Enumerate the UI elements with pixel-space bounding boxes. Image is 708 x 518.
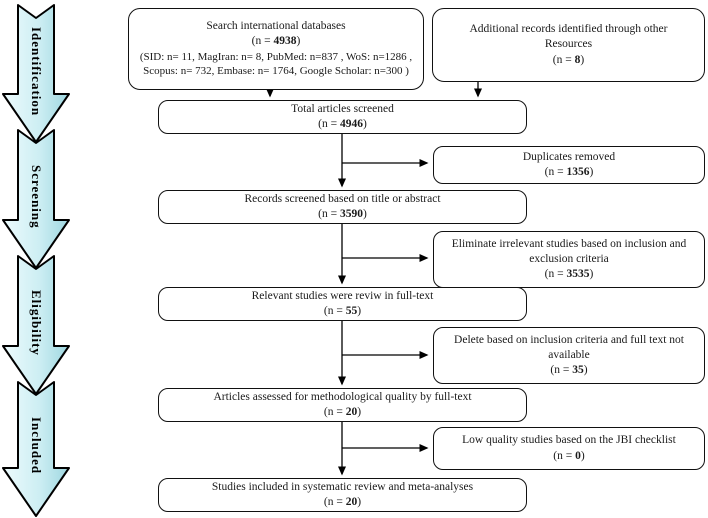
box-low-quality-jbi: Low quality studies based on the JBI che… — [433, 427, 705, 470]
box-search-detail-1: (SID: n= 11, MagIran: n= 8, PubMed: n=83… — [139, 50, 413, 63]
n-close: ) — [583, 364, 588, 377]
n-value: 20 — [345, 496, 358, 508]
box-records-title: Records screened based on title or abstr… — [244, 192, 441, 205]
n-open: (n = — [553, 449, 576, 462]
n-value: 4946 — [339, 118, 363, 130]
box-included-count: (n = 20) — [167, 495, 518, 510]
box-delete-title: Delete based on inclusion criteria and f… — [454, 333, 684, 361]
n-open: (n = — [318, 118, 340, 130]
box-additional-title: Additional records identified through ot… — [469, 23, 668, 51]
box-delete-count: (n = 35) — [442, 363, 696, 378]
n-value: 55 — [345, 305, 358, 317]
n-close: ) — [362, 118, 367, 130]
box-assessed-title: Articles assessed for methodological qua… — [213, 390, 472, 403]
n-open: (n = — [544, 268, 567, 281]
n-close: ) — [580, 53, 585, 66]
stage-arrow-eligibility-shape — [2, 255, 70, 395]
box-total-screened: Total articles screened (n = 4946) — [158, 100, 527, 134]
n-open: (n = — [323, 406, 346, 418]
stage-arrow-included-shape — [2, 381, 70, 517]
box-lowquality-title: Low quality studies based on the JBI che… — [462, 434, 676, 447]
n-value: 35 — [572, 364, 584, 377]
n-close: ) — [589, 166, 594, 178]
n-open: (n = — [552, 53, 575, 66]
box-lowquality-count: (n = 0) — [442, 449, 696, 464]
n-value: 0 — [575, 449, 581, 462]
box-eliminate-irrelevant: Eliminate irrelevant studies based on in… — [433, 231, 705, 288]
n-close: ) — [357, 305, 362, 317]
n-open: (n = — [323, 496, 346, 508]
box-search-title: Search international databases — [206, 20, 346, 33]
box-relevant-count: (n = 55) — [167, 304, 518, 319]
n-open: (n = — [251, 35, 274, 48]
box-records-count: (n = 3590) — [167, 207, 518, 222]
stage-label-screening: Screening — [29, 165, 44, 229]
n-close: ) — [580, 449, 585, 462]
n-value: 3590 — [339, 208, 363, 220]
stage-arrow-identification-shape — [2, 4, 70, 143]
box-relevant-fulltext: Relevant studies were reviw in full-text… — [158, 287, 527, 321]
box-search-databases: Search international databases (n = 4938… — [128, 8, 424, 90]
box-total-title: Total articles screened — [291, 102, 394, 115]
n-value: 4938 — [273, 35, 297, 48]
box-duplicates-removed: Duplicates removed (n = 1356) — [433, 146, 705, 184]
n-open: (n = — [323, 305, 346, 317]
n-close: ) — [357, 496, 362, 508]
n-close: ) — [589, 268, 594, 281]
box-assessed-quality: Articles assessed for methodological qua… — [158, 388, 527, 422]
stage-label-identification: Identification — [29, 27, 44, 117]
box-additional-count: (n = 8) — [459, 53, 678, 68]
box-additional-records: Additional records identified through ot… — [432, 8, 705, 82]
box-relevant-title: Relevant studies were reviw in full-text — [251, 289, 434, 302]
box-included-title: Studies included in systematic review an… — [211, 480, 474, 493]
n-value: 20 — [345, 406, 358, 418]
n-open: (n = — [550, 364, 573, 377]
stage-label-eligibility: Eligibility — [29, 290, 44, 356]
box-assessed-count: (n = 20) — [167, 405, 518, 420]
box-studies-included: Studies included in systematic review an… — [158, 478, 527, 512]
box-total-count: (n = 4946) — [167, 117, 518, 132]
n-value: 8 — [574, 53, 581, 66]
n-close: ) — [296, 35, 301, 48]
stage-label-included: Included — [29, 417, 44, 475]
box-eliminate-count: (n = 3535) — [442, 267, 696, 282]
box-eliminate-title: Eliminate irrelevant studies based on in… — [451, 237, 687, 265]
n-close: ) — [357, 406, 362, 418]
n-open: (n = — [544, 166, 567, 178]
box-duplicates-title: Duplicates removed — [522, 150, 616, 163]
n-value: 1356 — [566, 166, 590, 178]
box-search-detail-2: Scopus: n= 732, Embase: n= 1764, Google … — [143, 65, 409, 78]
box-search-count: (n = 4938) — [131, 34, 421, 49]
n-open: (n = — [318, 208, 340, 220]
n-close: ) — [362, 208, 367, 220]
n-value: 3535 — [566, 268, 590, 281]
box-records-screened: Records screened based on title or abstr… — [158, 190, 527, 224]
box-duplicates-count: (n = 1356) — [442, 165, 696, 180]
box-delete-unavailable: Delete based on inclusion criteria and f… — [433, 327, 705, 384]
stage-arrow-screening-shape — [2, 129, 70, 269]
